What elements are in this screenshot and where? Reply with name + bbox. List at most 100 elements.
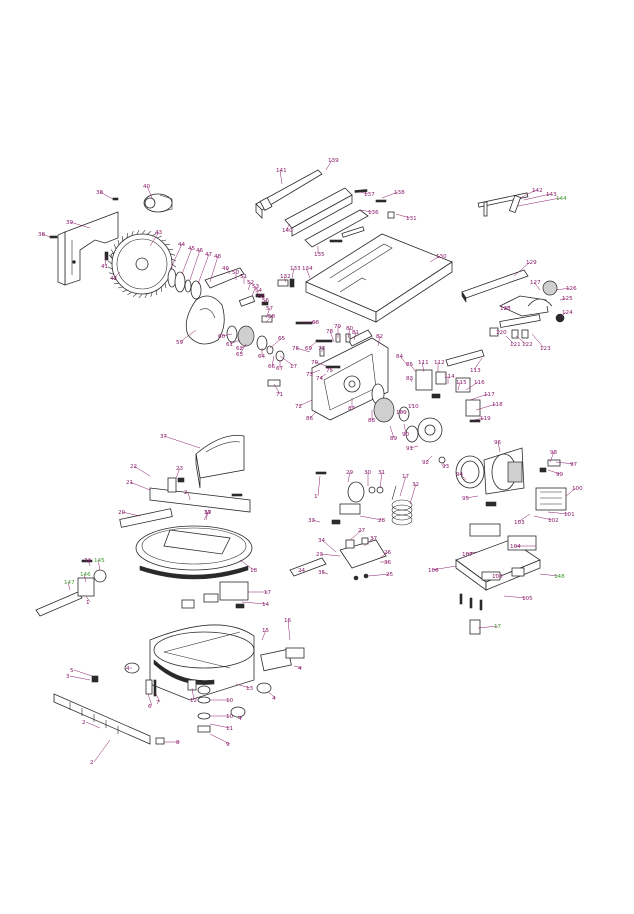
part-number-label: 23	[176, 466, 184, 472]
part-number-label: 121	[510, 342, 521, 348]
part-number-label: 10	[226, 698, 234, 704]
callout-leader-line	[209, 733, 231, 745]
callout-leader-line	[85, 595, 91, 603]
callout-leader-line	[189, 249, 201, 281]
part-number-label: 61	[226, 342, 234, 348]
part-number-label: 72	[295, 404, 302, 410]
callout-leader-line	[247, 281, 252, 291]
part-number-label: 71	[276, 392, 284, 398]
callout-leader-line	[104, 255, 107, 267]
callout-leader-line	[293, 665, 303, 669]
part-number-label: 96	[494, 440, 502, 446]
part-number-label: 40	[143, 184, 151, 190]
callout-leader-line	[347, 327, 351, 339]
part-number-label: 74	[316, 376, 324, 382]
part-number-label: 62	[236, 346, 243, 352]
callout-leader-line	[565, 487, 577, 497]
callout-leader-line	[431, 565, 457, 571]
callout-leader-line	[191, 687, 195, 701]
part-number-label: 105	[522, 596, 533, 602]
part-number-label: 85	[406, 362, 414, 368]
part-number-label: 87	[348, 406, 356, 412]
blade-tooth	[164, 283, 167, 289]
part-number-label: 141	[276, 168, 287, 174]
part-number-label: 91	[406, 446, 414, 452]
part-number-label: 148	[554, 574, 565, 580]
part-number-label: 26	[384, 550, 392, 556]
part-number-label: 137	[364, 192, 375, 198]
callout-leader-line	[239, 559, 255, 571]
part-number-label: 52	[247, 280, 254, 286]
part-number-label: 95	[462, 496, 470, 502]
callout-leader-line	[505, 335, 515, 345]
callout-leader-line	[555, 287, 571, 291]
callout-leader-line	[559, 297, 567, 301]
callout-leader-line	[469, 393, 489, 401]
table-knob-part	[277, 278, 295, 288]
callout-leader-line	[547, 511, 569, 515]
depth-stop-parts	[315, 471, 384, 525]
arm-housing-part	[311, 329, 389, 421]
callout-leader-line	[298, 399, 313, 407]
callout-leader-line	[309, 411, 317, 419]
base-casting-part	[149, 624, 305, 701]
blade-tooth	[132, 293, 137, 298]
part-number-label: 129	[526, 260, 537, 266]
callout-leader-line	[295, 347, 311, 353]
callout-leader-line	[113, 271, 121, 279]
part-number-label: 66	[268, 364, 276, 370]
part-number-label: 133	[290, 266, 301, 272]
part-number-label: 47	[205, 252, 213, 258]
callout-leader-line	[503, 595, 527, 599]
part-number-label: 48	[214, 254, 222, 260]
part-number-label: 101	[564, 512, 575, 518]
callout-leader-line	[187, 491, 191, 501]
part-number-label: 67	[276, 366, 284, 372]
blade-tooth	[108, 254, 113, 259]
callout-leader-line	[403, 423, 407, 435]
part-number-label: 75	[326, 368, 334, 374]
blade-tooth	[141, 229, 146, 235]
bevel-scale-parts	[489, 280, 565, 339]
callout-leader-line	[279, 355, 295, 367]
part-number-label: 27	[358, 528, 366, 534]
part-number-label: 69	[305, 346, 313, 352]
part-number-label: 5	[70, 668, 74, 674]
blade-tooth	[117, 286, 123, 289]
callout-leader-line	[559, 311, 567, 319]
part-number-label: 98	[550, 450, 558, 456]
part-number-label: 108	[492, 574, 503, 580]
part-number-label: 81	[352, 330, 360, 336]
fence-clamp-part	[284, 187, 369, 248]
rip-guide-parts	[329, 189, 395, 243]
part-number-label: 9	[226, 742, 230, 748]
callout-leader-line	[73, 669, 93, 677]
callout-leader-line	[309, 369, 321, 375]
part-number-label: 70	[311, 360, 319, 366]
part-number-label: 104	[510, 544, 521, 550]
callout-leader-line	[287, 619, 291, 641]
part-number-label: 64	[258, 354, 266, 360]
part-number-label: 94	[456, 472, 464, 478]
blade-tooth	[147, 230, 152, 235]
part-number-label: 109	[396, 410, 407, 416]
part-number-label: 124	[562, 310, 573, 316]
callout-leader-line	[425, 455, 433, 463]
callout-leader-line	[349, 529, 363, 541]
part-number-label: 34	[84, 558, 92, 564]
callout-leaders	[41, 159, 577, 763]
callout-leader-line	[273, 383, 281, 395]
part-number-label: 41	[101, 264, 109, 270]
callout-leader-line	[237, 715, 243, 719]
blade-tooth	[170, 253, 175, 256]
callout-leader-line	[321, 571, 329, 575]
callout-leader-line	[85, 721, 101, 729]
callout-leader-line	[255, 289, 260, 297]
pivot-bracket-parts	[289, 537, 387, 581]
part-number-label: 18	[250, 568, 258, 574]
part-number-label: 88	[368, 418, 376, 424]
part-number-label: 17	[290, 364, 298, 370]
part-number-label: 4	[298, 666, 302, 672]
blade-tooth	[117, 239, 120, 245]
